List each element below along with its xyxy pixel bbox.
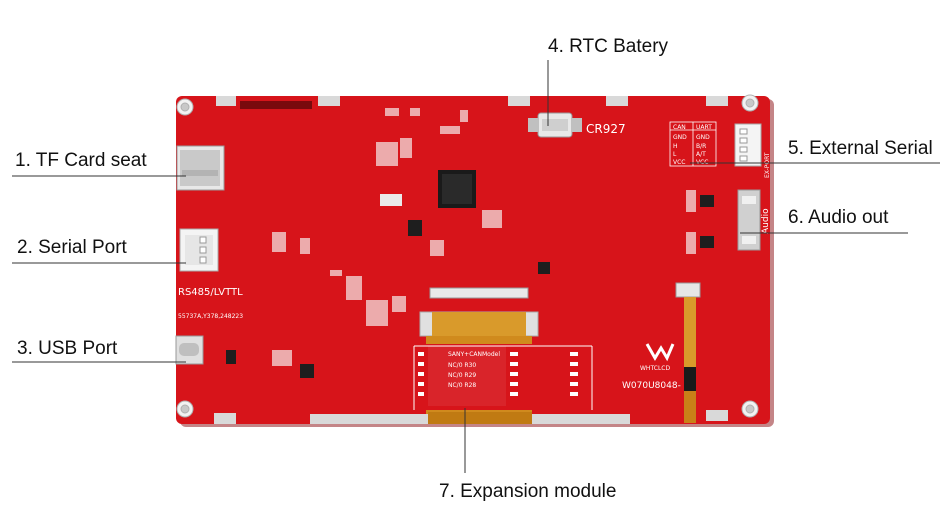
component-pads — [272, 108, 696, 366]
rs485-label: RS485/LVTTL — [178, 287, 243, 298]
callout-rtc-battery: 4. RTC Batery — [548, 36, 669, 57]
callout-tf-card: 1. TF Card seat — [15, 150, 147, 171]
can-pin-3: VCC — [673, 159, 685, 166]
pcb-board — [176, 96, 770, 424]
uart-pin-2: A/T — [696, 151, 706, 158]
brand-logo — [645, 343, 675, 362]
can-header: CAN — [673, 124, 686, 131]
callout-serial-port: 2. Serial Port — [17, 237, 127, 258]
cr927-label: CR927 — [586, 122, 626, 136]
can-pin-2: L — [673, 151, 677, 158]
module-row-2: NC/0 R28 — [448, 382, 476, 389]
uart-pin-1: B/R — [696, 143, 706, 150]
tf-card-slot — [176, 145, 225, 191]
callout-external-serial: 5. External Serial — [788, 138, 933, 159]
external-serial-connector — [734, 123, 762, 167]
edge-tabs — [214, 96, 728, 424]
callout-expansion-module: 7. Expansion module — [439, 481, 617, 502]
module-row-0: NC/0 R30 — [448, 362, 476, 369]
callout-usb-port: 3. USB Port — [17, 338, 118, 359]
serial-port-connector — [179, 228, 219, 272]
uart-pin-0: GND — [696, 134, 710, 141]
main-chip — [438, 170, 476, 208]
callout-audio-out: 6. Audio out — [788, 207, 889, 228]
can-pin-0: GND — [673, 134, 687, 141]
flex-cable — [675, 282, 701, 423]
callout-lines — [12, 60, 940, 473]
ex-port-label: EX-PORT — [764, 152, 771, 178]
usb-port — [175, 335, 204, 365]
uart-header: UART — [696, 124, 712, 131]
small-ics — [226, 194, 714, 378]
mounting-holes — [176, 94, 759, 418]
can-uart-table — [669, 121, 717, 167]
audio-connector — [737, 189, 761, 251]
brand-text: WHTCLCD — [640, 365, 670, 372]
module-row-1: NC/0 R29 — [448, 372, 476, 379]
model-text: W070U8048- — [622, 381, 681, 391]
module-title: SANY+CANModel — [448, 351, 500, 358]
audio-label: Audio — [761, 208, 771, 234]
serial-code: 55737A,Y378,248223 — [178, 313, 243, 320]
expansion-module — [413, 344, 593, 410]
top-connector — [240, 101, 312, 109]
can-pin-1: H — [673, 143, 678, 150]
